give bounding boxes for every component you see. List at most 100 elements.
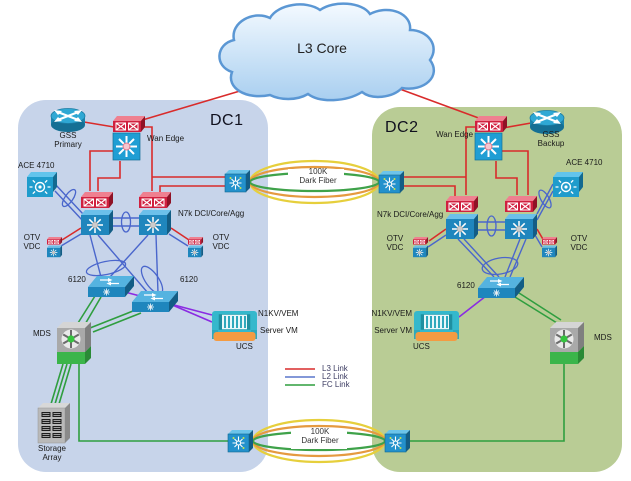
ace-4710-icon-dc2 xyxy=(552,171,584,198)
n7k-label-dc1: N7k DCI/Core/Agg xyxy=(178,209,245,218)
l3-link xyxy=(159,185,226,192)
n7k-icon-dc2-right xyxy=(505,196,537,239)
l2-link xyxy=(457,238,500,278)
legend-swatches xyxy=(285,368,315,386)
otv-line2: VDC xyxy=(570,243,588,252)
gss-primary-line2: Primary xyxy=(54,140,82,149)
l2-link xyxy=(109,234,149,278)
l3-link xyxy=(495,161,518,195)
l2-link xyxy=(478,221,505,231)
dc1-title: DC1 xyxy=(210,112,244,129)
legend-l3-label: L3 Link xyxy=(322,364,348,373)
l2-link xyxy=(168,233,189,247)
ucs-icon-dc2 xyxy=(413,310,460,342)
wan-edge-icon-dc1 xyxy=(113,116,145,160)
mds-label-dc2: MDS xyxy=(594,333,612,342)
fc-link xyxy=(514,292,562,324)
l3-link xyxy=(502,150,529,195)
otv-vdc-icon-dc2-left xyxy=(413,237,428,257)
mds-label-dc1: MDS xyxy=(33,329,51,338)
l3-link xyxy=(170,227,190,241)
storage-array-icon xyxy=(37,402,71,444)
n7k-icon-dc1-right xyxy=(139,192,171,235)
dwdm-icon-bottom-left xyxy=(227,429,254,453)
storage-array-label: Storage Array xyxy=(29,444,75,462)
n7k-label-dc2: N7k DCI/Core/Agg xyxy=(377,210,444,219)
dwdm-icon-top-right xyxy=(378,170,405,194)
l3-link xyxy=(502,122,532,129)
wan-edge-icon-dc2 xyxy=(475,116,507,160)
otv-label-dc1-right: OTV VDC xyxy=(206,233,236,251)
vem-link xyxy=(169,303,213,323)
l2-link xyxy=(113,217,139,227)
l3-link xyxy=(138,87,251,122)
fc-link xyxy=(410,364,565,442)
dark-fiber-top-label: 100K Dark Fiber xyxy=(289,167,347,185)
otv-line2: VDC xyxy=(386,243,404,252)
dc1-panel xyxy=(18,100,268,472)
gss-backup-label: GSS Backup xyxy=(527,130,575,148)
mds-icon-dc2 xyxy=(549,321,585,365)
gss-backup-line1: GSS xyxy=(542,130,560,139)
otv-line2: VDC xyxy=(212,242,230,251)
gss-primary-label: GSS Primary xyxy=(44,131,92,149)
dark-fiber-bottom-label: 100K Dark Fiber xyxy=(291,427,349,445)
l3-core-label: L3 Core xyxy=(297,40,347,56)
l2-link xyxy=(54,183,84,222)
l3-link xyxy=(404,185,456,196)
l3-link xyxy=(396,87,485,121)
otv-vdc-icon-dc1-right xyxy=(188,237,203,257)
l3-link xyxy=(97,161,121,191)
l2-links xyxy=(54,183,554,294)
ace-label-dc1: ACE 4710 xyxy=(18,161,55,170)
l2-link xyxy=(155,234,159,294)
gss-primary-line1: GSS xyxy=(59,131,77,140)
fc-link xyxy=(89,308,142,333)
server-vm-label-dc2: Server VM xyxy=(374,326,412,335)
wan-edge-label-dc1: Wan Edge xyxy=(147,134,185,143)
l3-link xyxy=(83,121,115,128)
fi-6120-icon-dc1-left xyxy=(87,275,135,298)
l2-link xyxy=(427,234,447,248)
l3-link xyxy=(428,228,447,242)
vem-link xyxy=(458,295,487,318)
fiber-bottom-line1: 100K xyxy=(310,427,330,436)
otv-vdc-icon-dc2-right xyxy=(542,237,557,257)
dwdm-icon-bottom-right xyxy=(384,429,411,453)
fc-link xyxy=(77,295,102,327)
fiber-top-line2: Dark Fiber xyxy=(299,176,337,185)
fiber-top-line1: 100K xyxy=(308,167,328,176)
fiber-bottom-line2: Dark Fiber xyxy=(301,436,339,445)
otv-line1: OTV xyxy=(570,234,588,243)
otv-line1: OTV xyxy=(212,233,230,242)
fc-link xyxy=(78,364,228,442)
otv-line1: OTV xyxy=(23,233,41,242)
otv-label-dc2-left: OTV VDC xyxy=(381,234,409,252)
l3-link xyxy=(61,227,82,241)
otv-label-dc1-left: OTV VDC xyxy=(18,233,46,251)
otv-label-dc2-right: OTV VDC xyxy=(565,234,593,252)
ucs-label-dc1: UCS xyxy=(236,342,253,351)
ace-4710-icon-dc1 xyxy=(26,171,58,198)
n1kv-label-dc1: N1KV/VEM xyxy=(258,309,299,318)
otv-line2: VDC xyxy=(23,242,41,251)
fi-6120-icon-dc2 xyxy=(477,276,525,299)
legend-l2-label: L2 Link xyxy=(322,372,348,381)
ace-label-dc2: ACE 4710 xyxy=(566,158,603,167)
l2-link xyxy=(60,233,82,247)
fi-label-dc1-left: 6120 xyxy=(68,275,86,284)
otv-vdc-icon-dc1-left xyxy=(47,237,62,257)
fc-link xyxy=(50,363,72,405)
fi-label-dc1-right: 6120 xyxy=(180,275,198,284)
ucs-icon-dc1 xyxy=(211,310,258,342)
l2-link xyxy=(534,234,543,248)
fi-label-dc2: 6120 xyxy=(457,281,475,290)
ucs-label-dc2: UCS xyxy=(413,342,430,351)
n7k-icon-dc2-left xyxy=(446,196,478,239)
storage-line2: Array xyxy=(42,453,62,462)
n7k-icon-dc1-left xyxy=(81,192,113,235)
mds-icon-dc1 xyxy=(56,321,92,365)
fc-links xyxy=(50,292,565,442)
l2-link xyxy=(97,234,149,294)
